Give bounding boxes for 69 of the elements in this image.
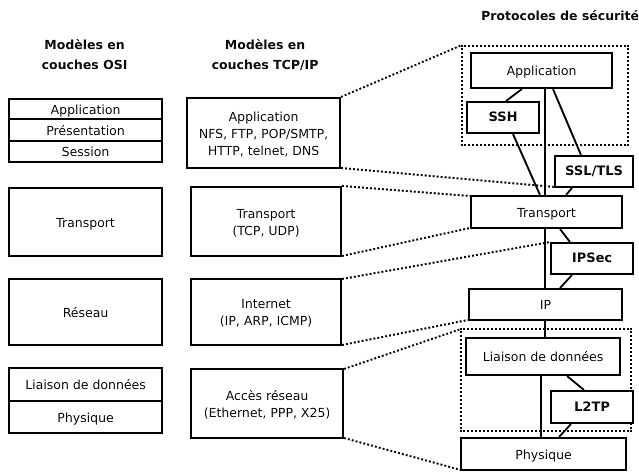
layer-name: SSH: [488, 109, 518, 126]
connector-line: [544, 229, 546, 288]
layer-name: Liaison de données: [25, 376, 146, 393]
connector-line: [559, 274, 573, 289]
dotted-projection-line: [344, 437, 462, 471]
layer-name: Liaison de données: [482, 348, 604, 365]
layer-name: SSL/TLS: [565, 163, 623, 180]
connector-line: [565, 187, 573, 196]
connector-line: [544, 321, 546, 337]
column-heading: Protocoles de sécurité: [480, 7, 639, 25]
connector-line: [552, 88, 582, 156]
protocol-list: NFS, FTP, POP/SMTP, HTTP, telnet, DNS: [188, 124, 339, 158]
column-heading: Modèles en couches OSI: [40, 36, 128, 74]
layer-box: [8, 118, 163, 142]
layer-name: Internet: [241, 295, 291, 312]
layer-name: IPSec: [572, 250, 612, 267]
layer-box: [460, 437, 627, 471]
protocol-list: (Ethernet, PPP, X25): [204, 404, 330, 420]
layer-name: Session: [62, 143, 110, 160]
protocol-box: [554, 155, 634, 188]
dotted-projection-line: [342, 241, 550, 280]
layer-box: [8, 367, 163, 402]
dotted-projection-line: [340, 44, 462, 98]
layer-name: Transport: [236, 204, 296, 222]
protocol-box: [466, 101, 540, 134]
layer-box: [465, 337, 621, 376]
connector-line: [544, 89, 546, 195]
connector-line: [559, 228, 571, 243]
layer-box: [190, 368, 344, 439]
layer-name: Application: [50, 100, 120, 118]
layer-box: [470, 195, 623, 229]
connector-line: [512, 134, 541, 196]
connector-line: [540, 376, 542, 437]
layer-box: [8, 140, 163, 163]
layer-box: [8, 187, 163, 257]
protocol-list: (IP, ARP, ICMP): [220, 312, 312, 329]
layer-box: [468, 288, 623, 321]
layer-box: [8, 278, 163, 346]
layer-name: Application: [228, 108, 298, 124]
layer-box: [470, 52, 613, 89]
dotted-projection-line: [340, 167, 556, 188]
column-heading: Modèles en couches TCP/IP: [210, 36, 320, 74]
layer-name: IP: [540, 296, 552, 313]
layer-box: [8, 98, 163, 120]
layer-name: L2TP: [574, 398, 610, 416]
dotted-projection-line: [342, 185, 470, 197]
layer-name: Transport: [56, 214, 115, 230]
layer-name: Réseau: [62, 304, 108, 320]
dotted-group-frame: [461, 45, 629, 146]
connector-line: [505, 88, 523, 102]
dotted-projection-line: [342, 319, 468, 346]
layer-name: Physique: [515, 446, 572, 462]
dotted-projection-line: [342, 227, 470, 257]
layer-box: [186, 97, 341, 169]
protocol-list: (TCP, UDP): [232, 222, 300, 238]
layer-name: Physique: [57, 408, 114, 426]
protocol-box: [550, 390, 634, 424]
dotted-group-frame: [460, 328, 632, 432]
layer-box: [190, 186, 342, 257]
layer-box: [8, 400, 163, 434]
layer-name: Transport: [517, 204, 576, 220]
layer-name: Application: [506, 62, 576, 79]
layer-name: Accès réseau: [226, 386, 308, 404]
protocol-box: [550, 242, 634, 275]
layer-name: Présentation: [46, 122, 125, 138]
connector-line: [558, 423, 572, 438]
dotted-projection-line: [344, 328, 462, 370]
connector-line: [566, 375, 585, 391]
layer-box: [190, 278, 342, 346]
